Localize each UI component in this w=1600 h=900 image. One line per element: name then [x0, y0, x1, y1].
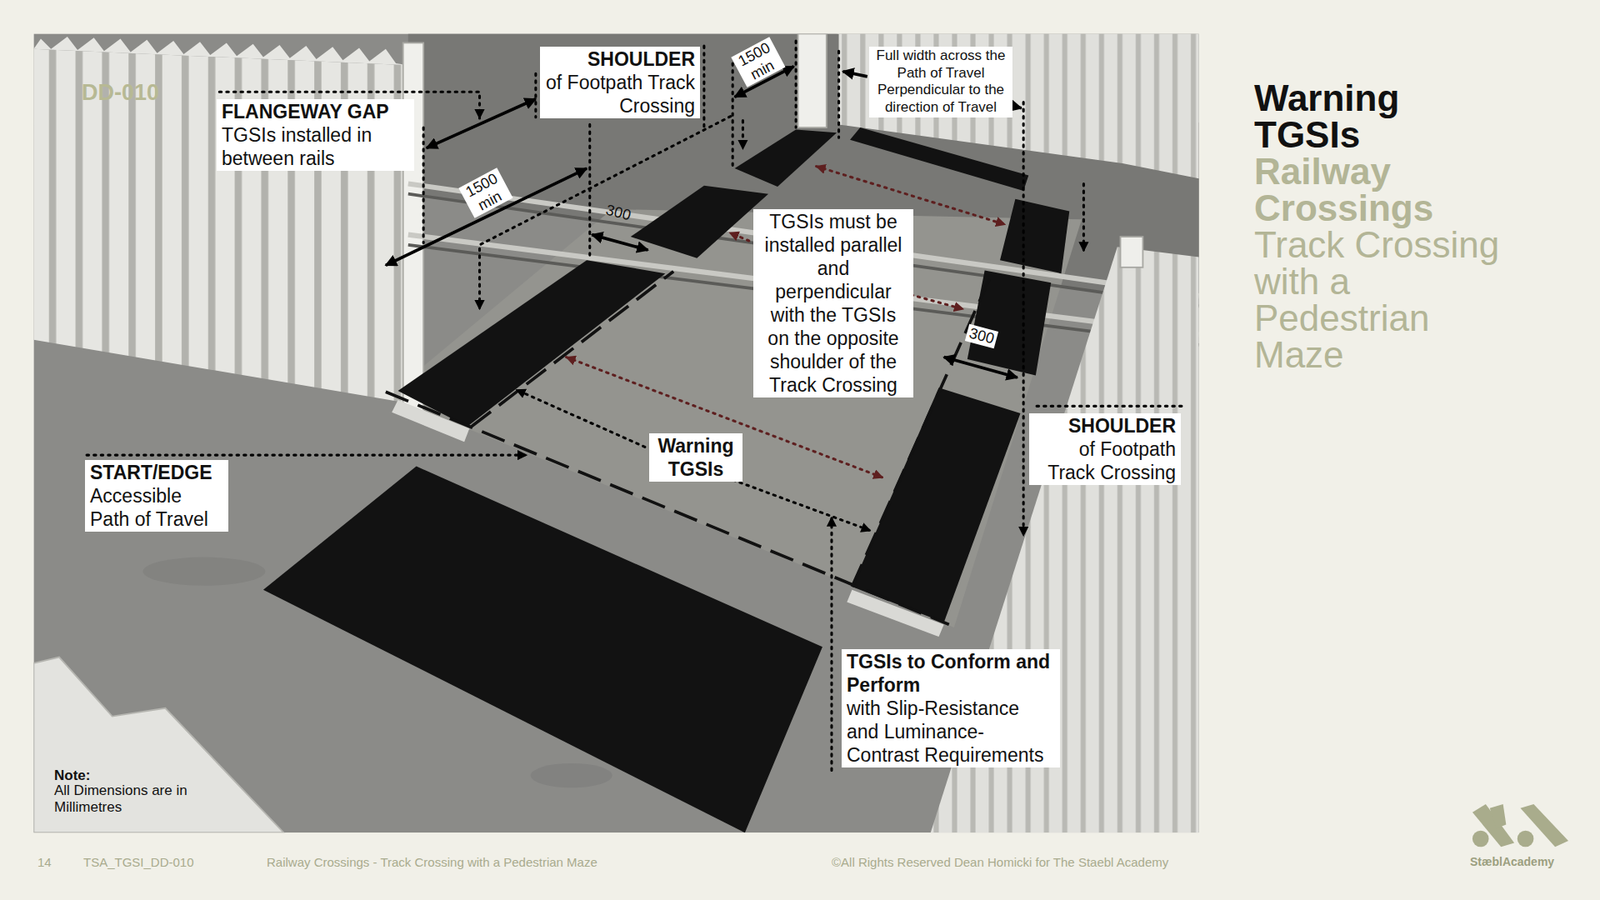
dimension-arrow — [842, 71, 867, 77]
leader-line — [830, 517, 833, 771]
bracket-line — [588, 124, 591, 260]
callout-box: TGSIs must be installed parallel and per… — [753, 209, 914, 398]
dimension-arrow — [944, 357, 1018, 378]
logo-mark — [1472, 804, 1569, 847]
fence-post — [1120, 236, 1143, 268]
tgsi-pads — [263, 127, 1070, 833]
page-number: 14 — [37, 855, 52, 870]
note-heading: Note: — [54, 767, 90, 785]
photo — [33, 33, 1199, 833]
bottom-fence — [33, 657, 284, 834]
dimension-arrow — [591, 235, 648, 250]
callout-box: SHOULDERof Footpath Track Crossing — [540, 46, 700, 119]
title-panel: Warning TGSIsRailway CrossingsTrack Cros… — [1254, 80, 1505, 374]
callout-text: Full width across the Path of Travel Per… — [874, 47, 1008, 117]
callout-heading: TGSIs to Conform and Perform — [846, 650, 1055, 697]
copyright: ©All Rights Reserved Dean Homicki for Th… — [831, 855, 1169, 870]
bracket-line — [534, 73, 537, 118]
tgsi-pad — [967, 270, 1051, 375]
callout-heading: Warning TGSIs — [654, 434, 738, 481]
bracket-line — [795, 40, 798, 128]
callout-box: SHOULDERof Footpath Track Crossing — [1029, 413, 1181, 485]
logo-dot — [1517, 830, 1535, 848]
leader-line — [480, 116, 731, 310]
gravel-patch — [530, 763, 613, 788]
logo-bar — [1472, 804, 1515, 847]
fence-post — [798, 33, 827, 128]
gravel-ground — [33, 33, 1199, 833]
leader-line — [86, 454, 527, 457]
logo-bar — [1520, 804, 1569, 847]
leader-line — [516, 390, 645, 448]
note: All Dimensions are in Millimetres — [54, 782, 188, 815]
callout-box: TGSIs to Conform and Performwith Slip-Re… — [841, 649, 1060, 768]
logo-bar — [1490, 804, 1507, 829]
logo-dot — [1472, 830, 1490, 848]
bracket-line — [837, 50, 840, 138]
bracket-line — [422, 127, 425, 243]
leader-lines — [86, 40, 1184, 771]
callout-box: Warning TGSIs — [649, 433, 743, 482]
subtitle: Railway Crossings — [1254, 153, 1505, 227]
callout-text: of Footpath Track Crossing — [1034, 437, 1176, 485]
dashed-edge — [471, 271, 674, 427]
tgsi-pad — [1000, 199, 1070, 274]
top-right-fence — [839, 33, 1200, 179]
tgsi-pad — [398, 260, 666, 427]
callout-box: Full width across the Path of Travel Per… — [869, 46, 1013, 118]
gate-post — [403, 42, 424, 412]
footer-code: TSA_TGSI_DD-010 — [83, 855, 195, 870]
callout-text: with Slip-Resistance and Luminance-Contr… — [846, 696, 1055, 767]
leader-line — [1082, 183, 1085, 251]
leader-line — [730, 232, 750, 241]
callout-box: START/EDGEAccessible Path of Travel — [85, 460, 229, 532]
dimension-arrow — [385, 168, 587, 265]
footer-title: Railway Crossings - Track Crossing with … — [266, 855, 598, 870]
dimension-arrow — [426, 99, 536, 149]
tgsi-pad — [851, 387, 1020, 623]
callout-heading: SHOULDER — [1034, 414, 1176, 438]
tgsi-pad — [630, 185, 769, 259]
tgsi-pad — [735, 130, 837, 188]
tgsi-pad — [850, 127, 1029, 191]
subtitle: Track Crossing with a Pedestrian Maze — [1254, 226, 1505, 374]
logo-text: StæblAcademy — [1470, 855, 1555, 869]
parallel-arrows — [566, 166, 1006, 478]
callout-box: FLANGEWAY GAPTGSIs installed in between … — [216, 99, 415, 171]
start-edge-line — [385, 391, 950, 625]
callout-heading: FLANGEWAY GAP — [221, 100, 410, 124]
leader-line — [726, 477, 871, 531]
leader-line — [1036, 405, 1184, 408]
leader-line — [1022, 101, 1025, 535]
title: Warning TGSIs — [1254, 80, 1505, 154]
callout-heading: SHOULDER — [545, 47, 695, 71]
bracket-line — [702, 45, 705, 128]
fence-tips — [33, 36, 408, 65]
gravel-patch — [142, 557, 265, 586]
callout-text: TGSIs installed in between rails — [221, 123, 410, 170]
watermark: DD-010 — [81, 80, 160, 106]
tgsi-pad — [263, 466, 823, 834]
callout-heading: START/EDGE — [90, 460, 224, 485]
callout-text: Accessible Path of Travel — [90, 484, 224, 531]
callout-text: of Footpath Track Crossing — [545, 70, 695, 118]
leader-line — [741, 120, 745, 149]
bracket-line — [731, 63, 735, 169]
callout-text: TGSIs must be installed parallel and per… — [758, 210, 909, 397]
